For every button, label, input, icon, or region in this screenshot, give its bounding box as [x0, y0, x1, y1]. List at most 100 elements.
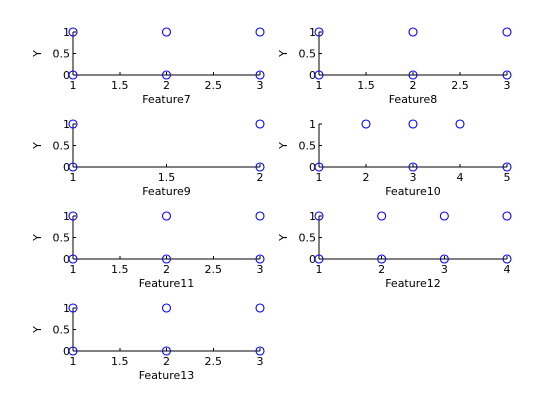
x-tick-label: 1 [70, 171, 77, 184]
y-tick-label: 1 [309, 118, 316, 131]
data-point [377, 254, 387, 264]
x-tick-label: 2.5 [205, 263, 223, 276]
x-tick-label: 5 [504, 171, 511, 184]
x-tick-label: 1 [316, 263, 323, 276]
y-tick-label: 0.5 [53, 232, 71, 245]
x-tick-label: 3 [504, 79, 511, 92]
y-axis-label: Y [31, 142, 44, 150]
x-tick-label: 1 [70, 263, 77, 276]
data-point [68, 303, 78, 313]
y-tick-label: 0.5 [299, 48, 317, 61]
x-tick-label: 3 [257, 263, 264, 276]
y-tick-label: 0.5 [53, 324, 71, 337]
x-tick-label: 3 [257, 355, 264, 368]
data-point [408, 162, 418, 172]
y-axis-label: Y [277, 142, 290, 150]
x-tick-label: 1.5 [357, 79, 375, 92]
x-tick-label: 2 [163, 79, 170, 92]
y-tick-label: 0.5 [299, 140, 317, 153]
data-point [68, 254, 78, 264]
y-tick-label: 1 [63, 210, 70, 223]
data-point [255, 346, 265, 356]
x-tick-label: 2 [163, 263, 170, 276]
y-tick-label: 0 [63, 253, 70, 266]
x-tick-label: 1.5 [111, 355, 129, 368]
y-axis-label: Y [277, 234, 290, 242]
data-point [361, 119, 371, 129]
x-axis-label: Feature11 [139, 277, 195, 290]
x-axis-label: Feature10 [385, 185, 441, 198]
x-axis-label: Feature13 [139, 369, 195, 382]
data-point [255, 162, 265, 172]
data-point [502, 162, 512, 172]
y-axis-label: Y [31, 234, 44, 242]
x-axis-label: Feature7 [142, 93, 191, 106]
data-point [255, 70, 265, 80]
y-tick-label: 1 [63, 118, 70, 131]
x-axis-label: Feature8 [389, 93, 438, 106]
x-tick-label: 4 [457, 171, 464, 184]
x-tick-label: 1.5 [111, 79, 129, 92]
y-tick-label: 0 [309, 253, 316, 266]
y-axis-label: Y [31, 50, 44, 58]
data-point [161, 27, 172, 37]
data-point [455, 119, 465, 129]
y-tick-label: 0 [63, 345, 70, 358]
x-tick-label: 1.5 [158, 171, 176, 184]
data-point [161, 211, 172, 221]
x-tick-label: 4 [504, 263, 511, 276]
x-tick-label: 2 [363, 171, 370, 184]
x-tick-label: 1 [70, 79, 77, 92]
data-point [502, 27, 512, 37]
y-tick-label: 0 [309, 161, 316, 174]
x-tick-label: 1 [316, 171, 323, 184]
data-point [68, 162, 78, 172]
data-point [68, 119, 78, 129]
data-point [314, 27, 324, 37]
y-tick-label: 0.5 [299, 232, 317, 245]
x-tick-label: 1.5 [111, 263, 129, 276]
x-tick-label: 1 [70, 355, 77, 368]
x-tick-label: 2.5 [205, 79, 223, 92]
data-point [161, 346, 172, 356]
data-point [408, 119, 418, 129]
data-point [314, 70, 324, 80]
y-tick-label: 0.5 [53, 140, 71, 153]
data-point [502, 70, 512, 80]
data-point [255, 303, 265, 313]
x-tick-label: 1 [316, 79, 323, 92]
x-tick-label: 2 [257, 171, 264, 184]
data-point [161, 70, 172, 80]
data-point [68, 70, 78, 80]
y-tick-label: 0.5 [53, 48, 71, 61]
y-tick-label: 1 [63, 26, 70, 39]
data-point [408, 27, 418, 37]
data-point [161, 303, 172, 313]
x-tick-label: 3 [410, 171, 417, 184]
y-axis-label: Y [277, 50, 290, 58]
data-point [255, 119, 265, 129]
y-tick-label: 1 [63, 302, 70, 315]
x-tick-label: 2.5 [205, 355, 223, 368]
data-point [439, 254, 449, 264]
data-point [408, 70, 418, 80]
data-point [255, 211, 265, 221]
data-point [68, 211, 78, 221]
x-tick-label: 2.5 [451, 79, 469, 92]
x-tick-label: 2 [410, 79, 417, 92]
data-point [314, 162, 324, 172]
x-axis-label: Feature12 [385, 277, 441, 290]
data-point [161, 254, 172, 264]
y-tick-label: 1 [309, 210, 316, 223]
x-tick-label: 3 [257, 79, 264, 92]
y-tick-label: 0 [63, 69, 70, 82]
data-point [68, 346, 78, 356]
data-point [439, 211, 449, 221]
